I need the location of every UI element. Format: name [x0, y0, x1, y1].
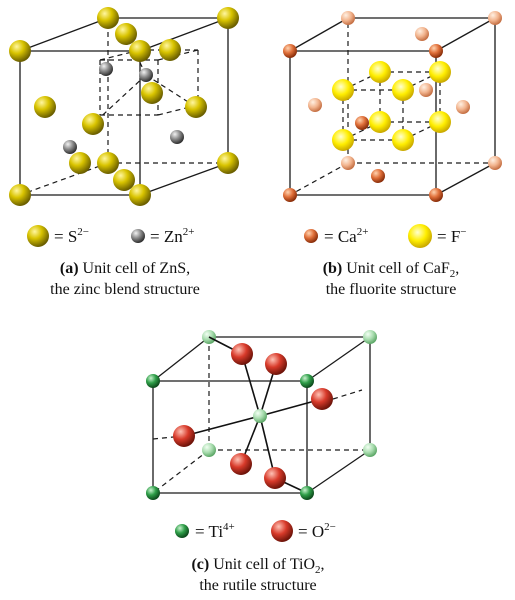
oxygen-ion	[265, 353, 287, 375]
caf2-caption-line2: the fluorite structure	[326, 281, 457, 298]
tio2-caption-line1: (c) Unit cell of TiO2,	[191, 556, 324, 576]
titanium-legend-label: = Ti4+	[195, 521, 235, 541]
titanium-ion	[300, 374, 314, 388]
sulfur-ion	[69, 152, 91, 174]
titanium-ion	[300, 486, 314, 500]
zns-unit-cell	[9, 7, 239, 206]
calcium-legend-label: = Ca2+	[324, 226, 368, 246]
sulfur-ion	[129, 40, 151, 62]
zns-legend: = S2− = Zn2+	[27, 225, 194, 247]
titanium-ion	[363, 330, 377, 344]
oxygen-ion	[230, 453, 252, 475]
zns-caption-line1: (a) Unit cell of ZnS,	[60, 260, 190, 277]
sulfur-ion-icon	[27, 225, 49, 247]
calcium-ion	[341, 11, 355, 25]
oxygen-legend-label: = O2−	[298, 521, 336, 541]
calcium-ion-icon	[304, 229, 318, 243]
calcium-ion	[488, 156, 502, 170]
fluoride-ion	[332, 79, 354, 101]
sulfur-ion	[185, 96, 207, 118]
calcium-ion	[456, 100, 470, 114]
zinc-ion	[170, 130, 184, 144]
calcium-ion	[488, 11, 502, 25]
zinc-ion-icon	[131, 229, 145, 243]
oxygen-ion	[264, 467, 286, 489]
tio2-legend: = Ti4+ = O2−	[175, 520, 336, 542]
fluoride-ion	[429, 61, 451, 83]
zinc-ion	[99, 62, 113, 76]
calcium-ion	[355, 116, 369, 130]
fluoride-ion	[369, 61, 391, 83]
sulfur-ion	[115, 23, 137, 45]
titanium-ion	[253, 409, 267, 423]
tio2-octahedral-bonds	[183, 336, 323, 494]
calcium-ion	[415, 27, 429, 41]
sulfur-ion	[97, 152, 119, 174]
fluoride-ion	[332, 129, 354, 151]
zinc-ion	[139, 68, 153, 82]
caf2-fluoride-subcube	[342, 71, 441, 141]
fluoride-ion-icon	[408, 224, 432, 248]
calcium-ion	[429, 44, 443, 58]
sulfur-ion	[129, 184, 151, 206]
sulfur-ion	[159, 39, 181, 61]
zns-caption-line2: the zinc blend structure	[50, 281, 200, 298]
sulfur-ion	[217, 7, 239, 29]
oxygen-ion	[231, 343, 253, 365]
sulfur-ion	[113, 169, 135, 191]
tio2-caption-line2: the rutile structure	[199, 577, 316, 594]
zinc-legend-label: = Zn2+	[150, 226, 194, 246]
fluoride-legend-label: = F−	[437, 226, 467, 246]
sulfur-ion	[9, 40, 31, 62]
calcium-ion	[283, 44, 297, 58]
sulfur-ion	[34, 96, 56, 118]
titanium-ion-icon	[175, 524, 189, 538]
sulfur-ion	[217, 152, 239, 174]
calcium-ion	[283, 188, 297, 202]
calcium-ion	[419, 83, 433, 97]
titanium-ion	[363, 443, 377, 457]
titanium-ion	[146, 486, 160, 500]
zinc-ion	[63, 140, 77, 154]
sulfur-ion	[141, 82, 163, 104]
fluoride-ion	[429, 111, 451, 133]
caf2-legend: = Ca2+ = F−	[304, 224, 467, 248]
tio2-unit-cell	[146, 330, 377, 500]
fluoride-ion	[369, 111, 391, 133]
titanium-ion	[146, 374, 160, 388]
calcium-ion	[429, 188, 443, 202]
calcium-ion	[341, 156, 355, 170]
fluoride-ion	[392, 79, 414, 101]
calcium-ion	[308, 98, 322, 112]
sulfur-ion	[82, 113, 104, 135]
sulfur-ion	[9, 184, 31, 206]
calcium-ion	[371, 169, 385, 183]
caf2-unit-cell	[283, 11, 502, 202]
sulfur-legend-label: = S2−	[54, 226, 89, 246]
oxygen-ion	[311, 388, 333, 410]
fluoride-ion	[392, 129, 414, 151]
titanium-ion	[202, 443, 216, 457]
oxygen-ion-icon	[271, 520, 293, 542]
caf2-caption-line1: (b) Unit cell of CaF2,	[323, 260, 460, 280]
oxygen-ion	[173, 425, 195, 447]
sulfur-ion	[97, 7, 119, 29]
